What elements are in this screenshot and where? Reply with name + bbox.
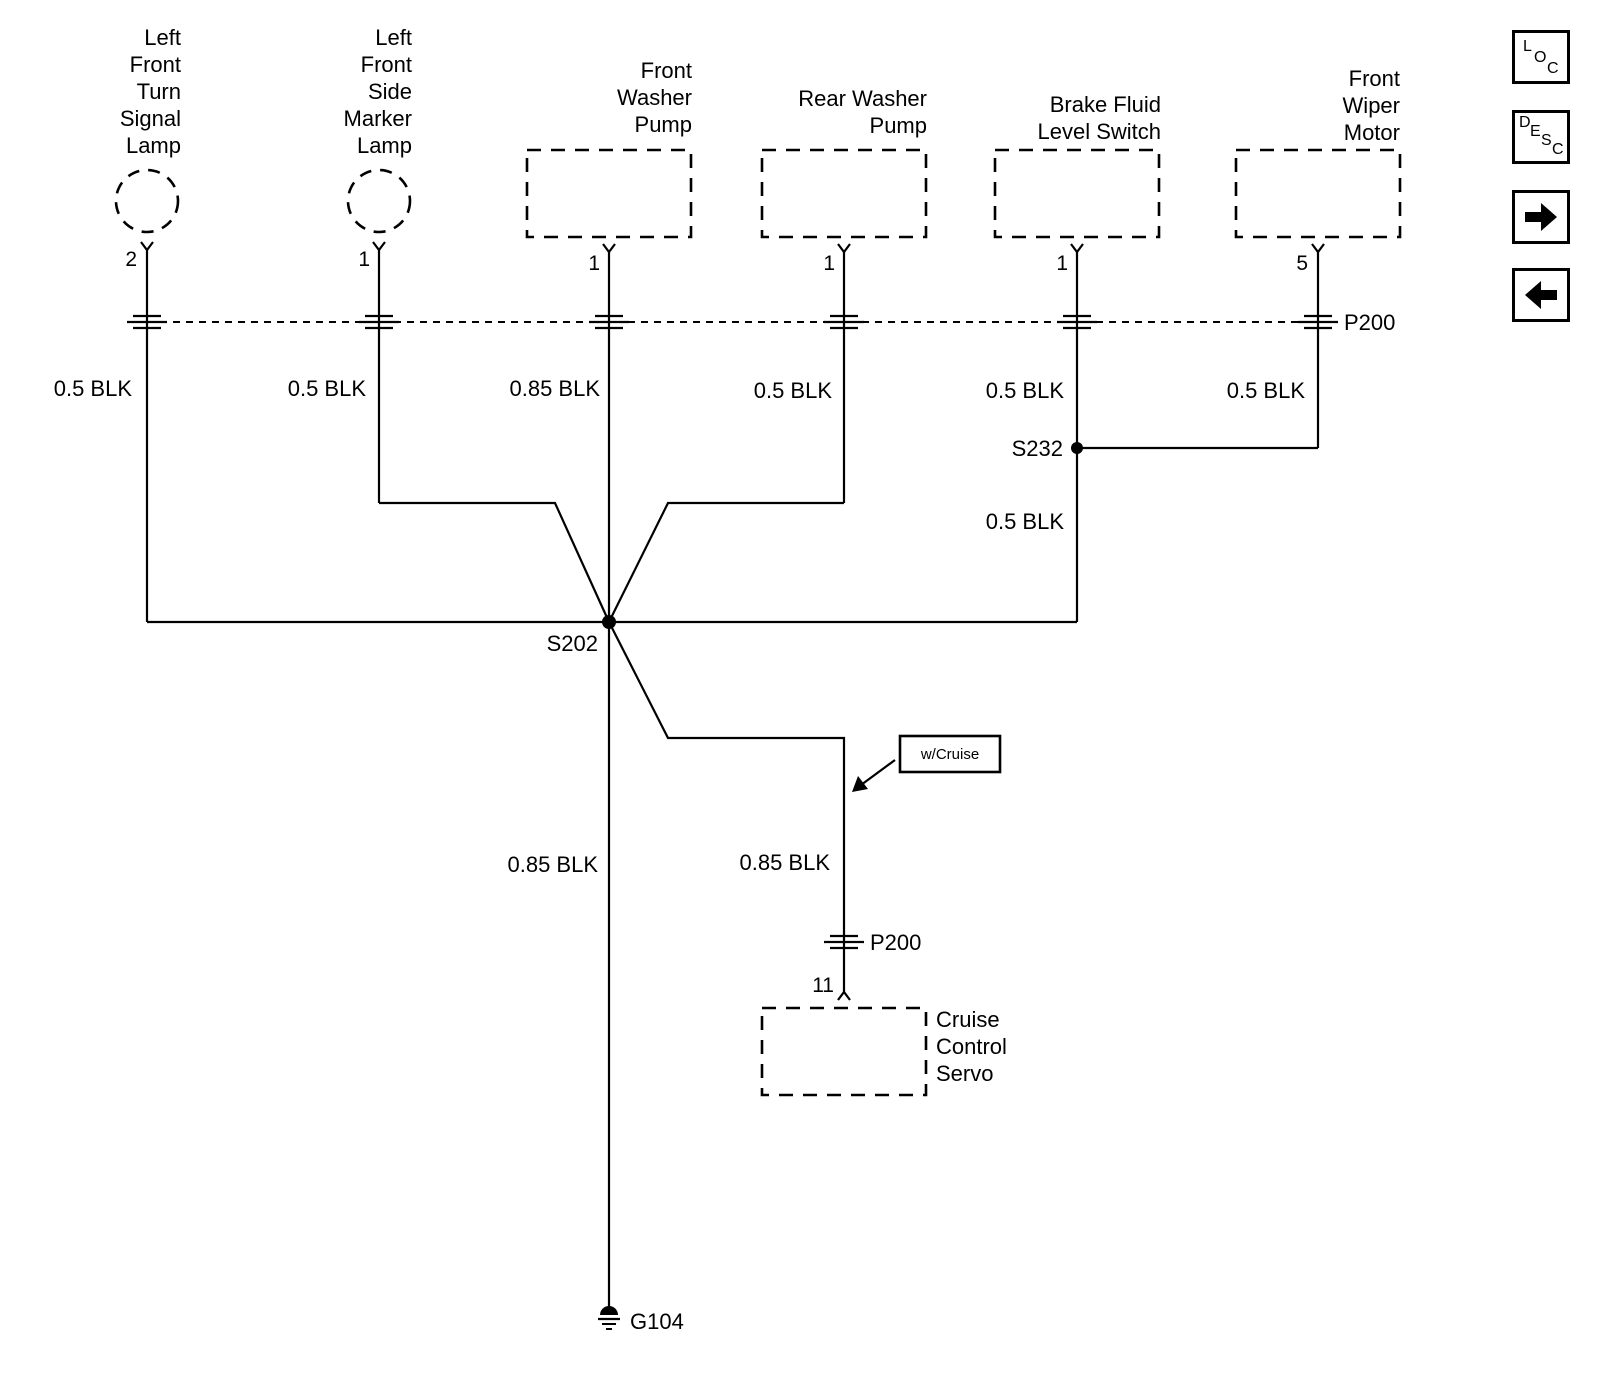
wire-label-cruise: 0.85 BLK	[739, 850, 830, 875]
desc-button[interactable]: D E S C	[1512, 110, 1570, 164]
wire-label-s232-to-s202: 0.5 BLK	[986, 509, 1065, 534]
svg-text:Wiper: Wiper	[1343, 93, 1400, 118]
label-rear-washer-pump: Rear Washer Pump	[798, 86, 927, 138]
svg-text:Pump: Pump	[635, 112, 692, 137]
option-note-box	[898, 734, 1002, 774]
splice-label-s202: S202	[547, 631, 598, 656]
svg-text:Side: Side	[368, 79, 412, 104]
label-front-wiper-motor: Front Wiper Motor	[1343, 66, 1400, 145]
label-brake-fluid-level-switch: Brake Fluid Level Switch	[1037, 92, 1161, 144]
left-arrow-icon	[1525, 281, 1557, 309]
svg-text:Turn: Turn	[137, 79, 181, 104]
desc-letter-c: C	[1552, 141, 1564, 158]
svg-text:Left: Left	[144, 25, 181, 50]
wire-label-turn-signal: 0.5 BLK	[54, 376, 133, 401]
svg-text:Cruise: Cruise	[936, 1007, 1000, 1032]
connector-label-p200-top: P200	[1344, 310, 1395, 335]
desc-letter-s: S	[1541, 132, 1552, 149]
splice-s232-dot	[1071, 442, 1083, 454]
loc-button[interactable]: L O C	[1512, 30, 1570, 84]
option-note-label: w/Cruise	[920, 746, 979, 763]
turn-signal-lamp-symbol	[114, 168, 180, 234]
pin-number-front-washer: 1	[588, 252, 600, 275]
forward-button[interactable]	[1512, 190, 1570, 244]
loc-letter-o: O	[1534, 49, 1547, 66]
front-wiper-motor-box	[1234, 148, 1402, 239]
svg-text:Front: Front	[1349, 66, 1400, 91]
svg-text:Washer: Washer	[617, 85, 692, 110]
svg-text:Pump: Pump	[870, 113, 927, 138]
splice-s202-dot	[602, 615, 616, 629]
svg-text:Front: Front	[361, 52, 412, 77]
splice-label-s232: S232	[1012, 436, 1063, 461]
ground-label-g104: G104	[630, 1309, 684, 1334]
svg-text:Left: Left	[375, 25, 412, 50]
back-button[interactable]	[1512, 268, 1570, 322]
rear-washer-pump-box	[760, 148, 928, 239]
loc-letter-c: C	[1547, 60, 1559, 77]
connector-symbols	[127, 314, 1338, 950]
svg-text:Signal: Signal	[120, 106, 181, 131]
cruise-control-servo-box	[760, 1006, 928, 1097]
svg-text:Front: Front	[641, 58, 692, 83]
wire-label-wiper-motor: 0.5 BLK	[1227, 378, 1306, 403]
wire-label-front-washer: 0.85 BLK	[509, 376, 600, 401]
label-left-front-turn-signal-lamp: Left Front Turn Signal Lamp	[120, 25, 181, 158]
pin-number-brake-fluid: 1	[1056, 252, 1068, 275]
svg-text:Level Switch: Level Switch	[1037, 119, 1161, 144]
wire-label-rear-washer: 0.5 BLK	[754, 378, 833, 403]
svg-text:Front: Front	[130, 52, 181, 77]
svg-text:Servo: Servo	[936, 1061, 993, 1086]
wires	[145, 250, 1320, 1315]
pin-number-turn-signal: 2	[125, 248, 137, 271]
wire-label-ground: 0.85 BLK	[507, 852, 598, 877]
pin-number-side-marker: 1	[358, 248, 370, 271]
desc-letter-e: E	[1530, 123, 1541, 140]
svg-text:Control: Control	[936, 1034, 1007, 1059]
svg-text:Lamp: Lamp	[357, 133, 412, 158]
label-left-front-side-marker-lamp: Left Front Side Marker Lamp	[344, 25, 412, 158]
label-front-washer-pump: Front Washer Pump	[617, 58, 692, 137]
svg-text:Motor: Motor	[1344, 120, 1400, 145]
ground-icon	[598, 1306, 620, 1330]
wire-label-side-marker: 0.5 BLK	[288, 376, 367, 401]
pin-number-wiper-motor: 5	[1296, 252, 1308, 275]
side-marker-lamp-symbol	[346, 168, 412, 234]
pin-number-rear-washer: 1	[823, 252, 835, 275]
front-washer-pump-box	[525, 148, 693, 239]
loc-letter-l: L	[1523, 38, 1532, 55]
svg-text:Lamp: Lamp	[126, 133, 181, 158]
wire-label-brake-fluid: 0.5 BLK	[986, 378, 1065, 403]
svg-text:Marker: Marker	[344, 106, 412, 131]
connector-label-p200-cruise: P200	[870, 930, 921, 955]
svg-text:Rear Washer: Rear Washer	[798, 86, 927, 111]
svg-text:Brake Fluid: Brake Fluid	[1050, 92, 1161, 117]
label-cruise-control-servo: Cruise Control Servo	[936, 1007, 1007, 1086]
option-note-arrow	[852, 759, 896, 792]
brake-fluid-level-switch-box	[993, 148, 1161, 239]
pin-number-cruise-servo: 11	[812, 974, 834, 997]
desc-letter-d: D	[1519, 114, 1531, 131]
right-arrow-icon	[1525, 203, 1557, 231]
